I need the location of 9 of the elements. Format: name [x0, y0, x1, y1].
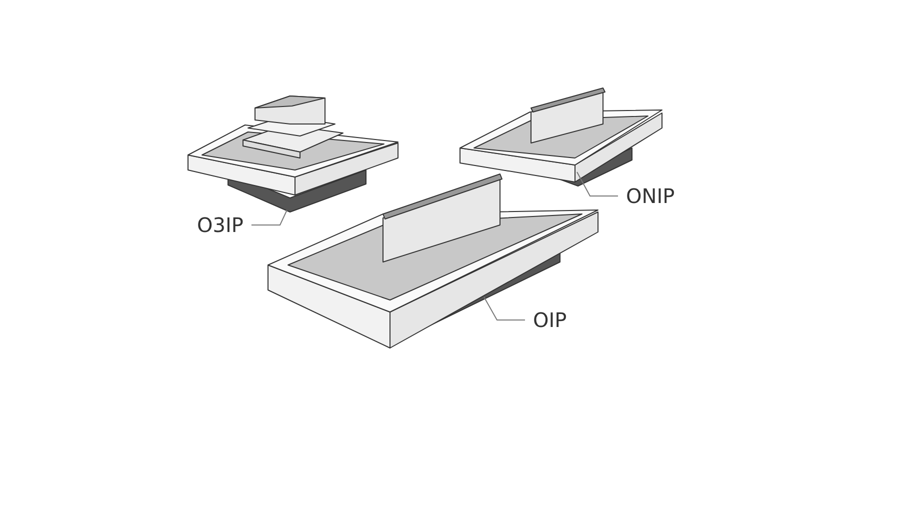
part-label: OIP: [533, 310, 567, 330]
leader-line: [250, 210, 288, 226]
leader-line: [484, 296, 526, 320]
part-label: ONIP: [626, 186, 675, 206]
display-case-drawing: [268, 174, 598, 348]
display-case-drawing: [460, 88, 662, 186]
display-case-drawing: [188, 96, 398, 212]
leader-line: [576, 172, 618, 196]
part-label: O3IP: [197, 215, 244, 235]
